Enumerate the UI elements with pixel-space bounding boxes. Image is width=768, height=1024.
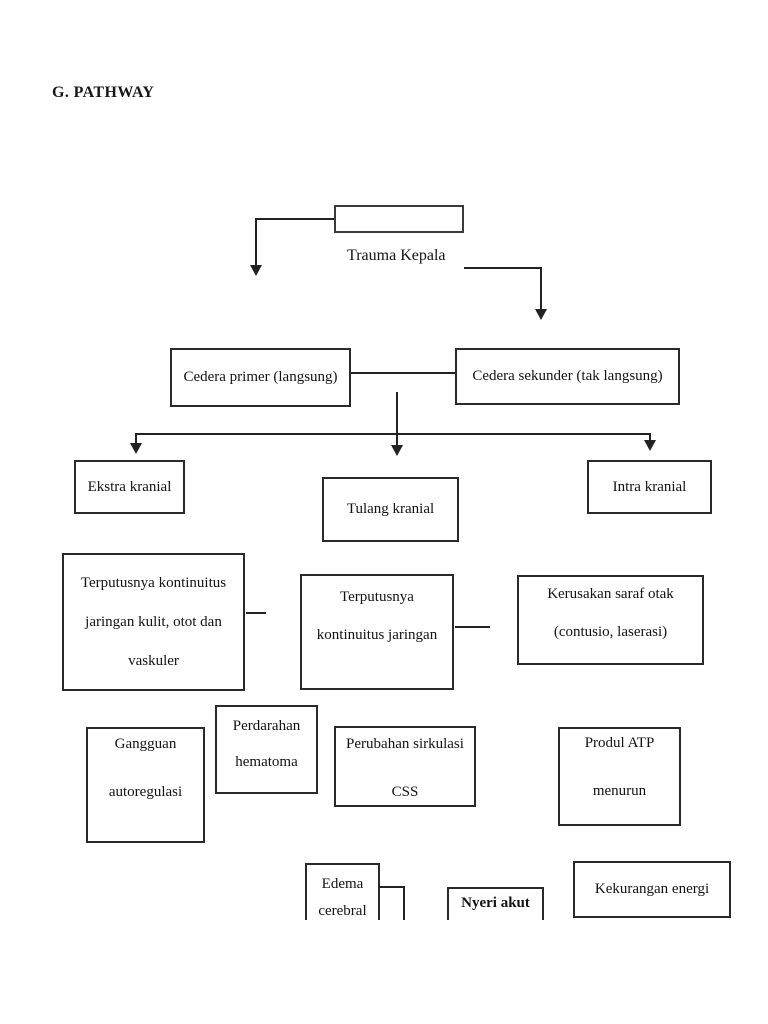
flow-node-gangguan-autoregulasi: Gangguan autoregulasi xyxy=(86,727,205,843)
connector-branch-right-vertical xyxy=(649,433,651,441)
flow-node-top-empty xyxy=(334,205,464,233)
flow-node-label: Kekurangan energi xyxy=(594,881,710,897)
flow-node-produl-atp: Produl ATP menurun xyxy=(558,727,681,826)
flow-node-label: Intra kranial xyxy=(612,478,687,495)
flow-node-label: Terputusnya kontinuitus xyxy=(80,574,227,591)
flow-node-label: kontinuitus jaringan xyxy=(316,627,438,643)
flow-node-label: Perdarahan xyxy=(232,718,301,734)
section-title: G. PATHWAY xyxy=(52,84,155,101)
connector-row2-horizontal xyxy=(351,372,455,374)
flow-node-cedera-primer: Cedera primer (langsung) xyxy=(170,348,351,407)
connector-branch-left-vertical xyxy=(135,433,137,444)
flow-node-ekstra-kranial: Ekstra kranial xyxy=(74,460,185,514)
flow-node-label: Kerusakan saraf otak xyxy=(547,586,674,602)
flow-node-label: (contusio, laserasi) xyxy=(553,624,668,640)
connector-stem-vertical xyxy=(396,392,398,434)
flow-node-cedera-sekunder: Cedera sekunder (tak langsung) xyxy=(455,348,680,405)
connector-edema-vertical xyxy=(403,886,405,920)
flow-node-nyeri-akut: Nyeri akut xyxy=(447,887,544,920)
flow-node-label: Tulang kranial xyxy=(346,501,435,517)
flow-node-label: Ekstra kranial xyxy=(87,478,172,495)
flow-node-label: hematoma xyxy=(235,754,298,770)
connector-row4-dash-right xyxy=(455,626,490,628)
flow-node-label: Perubahan sirkulasi xyxy=(346,736,464,752)
flow-node-label: Cedera primer (langsung) xyxy=(183,369,338,385)
flow-node-perubahan-sirkulasi: Perubahan sirkulasi CSS xyxy=(334,726,476,807)
flow-label-trauma-kepala: Trauma Kepala xyxy=(347,247,446,264)
connector-top-right-vertical xyxy=(540,267,542,310)
connector-branch-horizontal xyxy=(135,433,651,435)
flow-node-label: Gangguan xyxy=(114,736,177,752)
connector-top-left-horizontal xyxy=(256,218,334,220)
flow-node-label: vaskuler xyxy=(128,652,179,669)
arrowhead-branch-right-icon xyxy=(644,440,656,451)
connector-edema-horizontal xyxy=(379,886,405,888)
flow-node-label: jaringan kulit, otot dan xyxy=(85,613,222,630)
flow-node-label: menurun xyxy=(592,783,647,799)
flow-node-label: Cedera sekunder (tak langsung) xyxy=(472,368,663,384)
flow-node-label: Terputusnya xyxy=(340,589,414,605)
flow-node-label: Nyeri akut xyxy=(461,895,530,911)
connector-top-right-horizontal xyxy=(464,267,542,269)
connector-branch-center-vertical xyxy=(396,433,398,446)
flow-node-terputus-kulit: Terputusnya kontinuitus jaringan kulit, … xyxy=(62,553,245,691)
connector-row4-dash-left xyxy=(246,612,266,614)
arrowhead-left-down-icon xyxy=(250,265,262,276)
flow-node-label: Edema xyxy=(321,876,364,892)
flow-node-label: autoregulasi xyxy=(108,784,183,800)
flow-node-kekurangan-energi: Kekurangan energi xyxy=(573,861,731,918)
flow-node-intra-kranial: Intra kranial xyxy=(587,460,712,514)
arrowhead-right-down-icon xyxy=(535,309,547,320)
flow-node-label: cerebral xyxy=(318,903,367,919)
flow-node-perdarahan-hematoma: Perdarahan hematoma xyxy=(215,705,318,794)
arrowhead-branch-left-icon xyxy=(130,443,142,454)
connector-top-left-vertical xyxy=(255,218,257,266)
arrowhead-branch-center-icon xyxy=(391,445,403,456)
flow-node-label: CSS xyxy=(391,784,419,800)
flow-node-label: Produl ATP xyxy=(584,735,655,751)
flow-node-kerusakan-saraf: Kerusakan saraf otak (contusio, laserasi… xyxy=(517,575,704,665)
flow-node-tulang-kranial: Tulang kranial xyxy=(322,477,459,542)
flow-node-edema-cerebral: Edema cerebral xyxy=(305,863,380,920)
flow-node-terputus-jaringan: Terputusnya kontinuitus jaringan xyxy=(300,574,454,690)
